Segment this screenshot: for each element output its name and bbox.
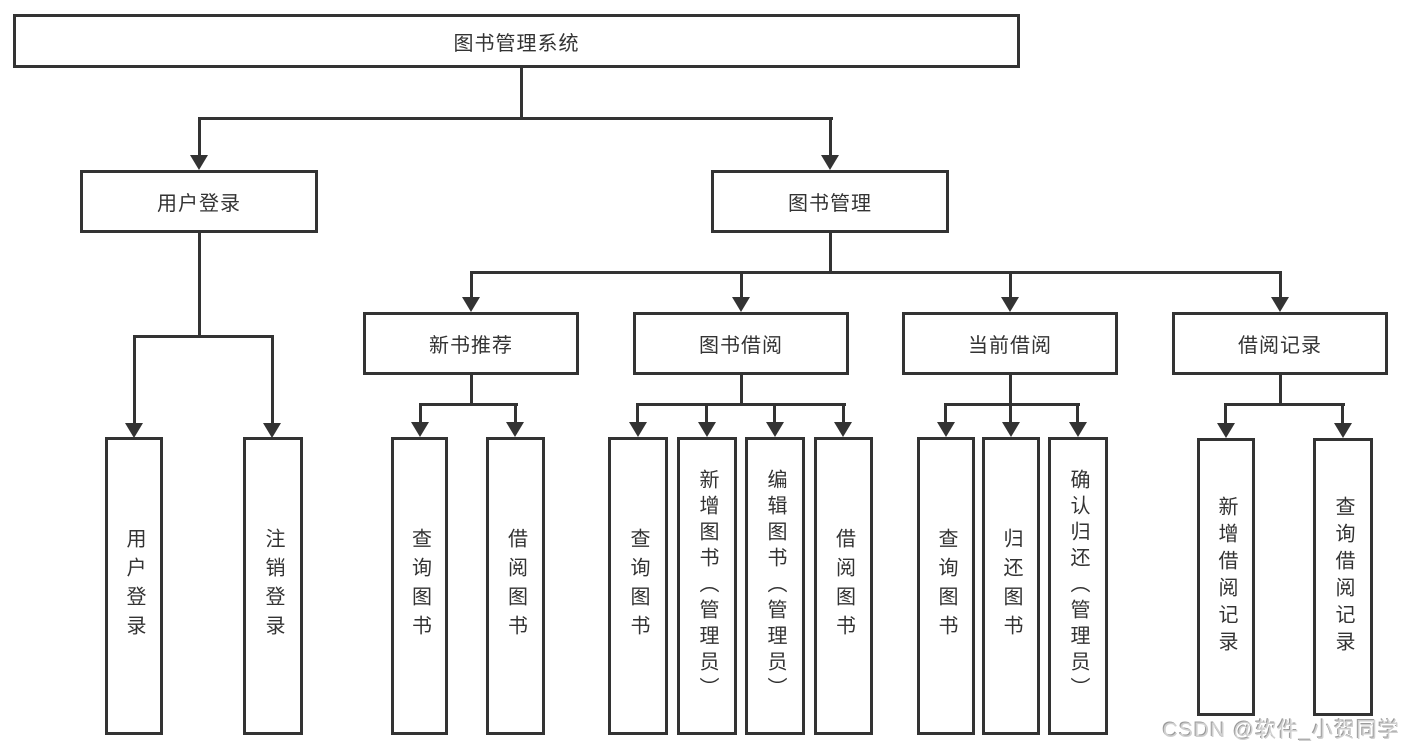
arrow-down-icon [190, 155, 208, 170]
connector-user-login-hline [133, 335, 274, 338]
leaf-user-login: 用户登录 [105, 437, 163, 735]
connector-leaf-stem [1224, 403, 1227, 424]
connector-leaf-stem [773, 403, 776, 423]
arrow-down-icon [462, 297, 480, 312]
leaf-add-book-admin: 新增图书（管理员） [677, 437, 737, 735]
connector-leaf-stem [271, 335, 274, 425]
node-current-borrow: 当前借阅 [902, 312, 1118, 375]
connector-group-stem [1279, 375, 1282, 406]
arrow-down-icon [821, 155, 839, 170]
arrow-down-icon [937, 422, 955, 437]
leaf-confirm-return-admin: 确认归还（管理员） [1048, 437, 1108, 735]
connector-leaf-stem [1076, 403, 1079, 423]
connector-group-hline [1224, 403, 1345, 406]
leaf-borrow-book: 借阅图书 [814, 437, 873, 735]
connector-group-hline [944, 403, 1080, 406]
node-new-book-recommend: 新书推荐 [363, 312, 579, 375]
connector-level3-stem [1279, 271, 1282, 299]
leaf-edit-book-admin: 编辑图书（管理员） [745, 437, 805, 735]
connector-leaf-stem [419, 403, 422, 423]
connector-level2-hline [198, 117, 833, 120]
connector-leaf-stem [1341, 403, 1344, 424]
leaf-add-borrow-record: 新增借阅记录 [1197, 438, 1255, 716]
arrow-down-icon [732, 297, 750, 312]
arrow-down-icon [506, 422, 524, 437]
arrow-down-icon [1002, 422, 1020, 437]
connector-level3-stem [470, 271, 473, 299]
connector-book-mgmt-down [829, 233, 832, 273]
connector-level3-stem [1009, 271, 1012, 299]
node-user-login: 用户登录 [80, 170, 318, 233]
connector-user-login-down [198, 233, 201, 338]
connector-group-stem [470, 375, 473, 406]
csdn-watermark: CSDN @软件_小贺同学 [1162, 719, 1400, 742]
leaf-query-book: 查询图书 [608, 437, 668, 735]
node-root: 图书管理系统 [13, 14, 1020, 68]
connector-user-login-stem [198, 117, 201, 157]
connector-group-hline [419, 403, 518, 406]
connector-leaf-stem [133, 335, 136, 425]
arrow-down-icon [1271, 297, 1289, 312]
arrow-down-icon [834, 422, 852, 437]
leaf-query-book: 查询图书 [391, 437, 448, 735]
leaf-return-book: 归还图书 [982, 437, 1040, 735]
leaf-query-book: 查询图书 [917, 437, 975, 735]
node-book-management: 图书管理 [711, 170, 949, 233]
connector-group-stem [1009, 375, 1012, 406]
connector-group-hline [637, 403, 846, 406]
connector-level3-hline [470, 271, 1282, 274]
arrow-down-icon [1069, 422, 1087, 437]
connector-leaf-stem [705, 403, 708, 423]
arrow-down-icon [698, 422, 716, 437]
connector-leaf-stem [842, 403, 845, 423]
connector-level3-stem [740, 271, 743, 299]
connector-book-mgmt-stem [829, 117, 832, 157]
arrow-down-icon [1217, 423, 1235, 438]
connector-leaf-stem [636, 403, 639, 423]
leaf-borrow-book: 借阅图书 [486, 437, 545, 735]
connector-group-stem [740, 375, 743, 406]
arrow-down-icon [766, 422, 784, 437]
arrow-down-icon [1001, 297, 1019, 312]
node-book-borrow: 图书借阅 [633, 312, 849, 375]
leaf-query-borrow-record: 查询借阅记录 [1313, 438, 1373, 716]
leaf-logout: 注销登录 [243, 437, 303, 735]
arrow-down-icon [629, 422, 647, 437]
connector-leaf-stem [514, 403, 517, 423]
arrow-down-icon [263, 423, 281, 438]
connector-leaf-stem [1009, 403, 1012, 423]
arrow-down-icon [125, 423, 143, 438]
connector-leaf-stem [944, 403, 947, 423]
arrow-down-icon [411, 422, 429, 437]
node-borrow-records: 借阅记录 [1172, 312, 1388, 375]
arrow-down-icon [1334, 423, 1352, 438]
connector-root-stem [520, 68, 523, 118]
